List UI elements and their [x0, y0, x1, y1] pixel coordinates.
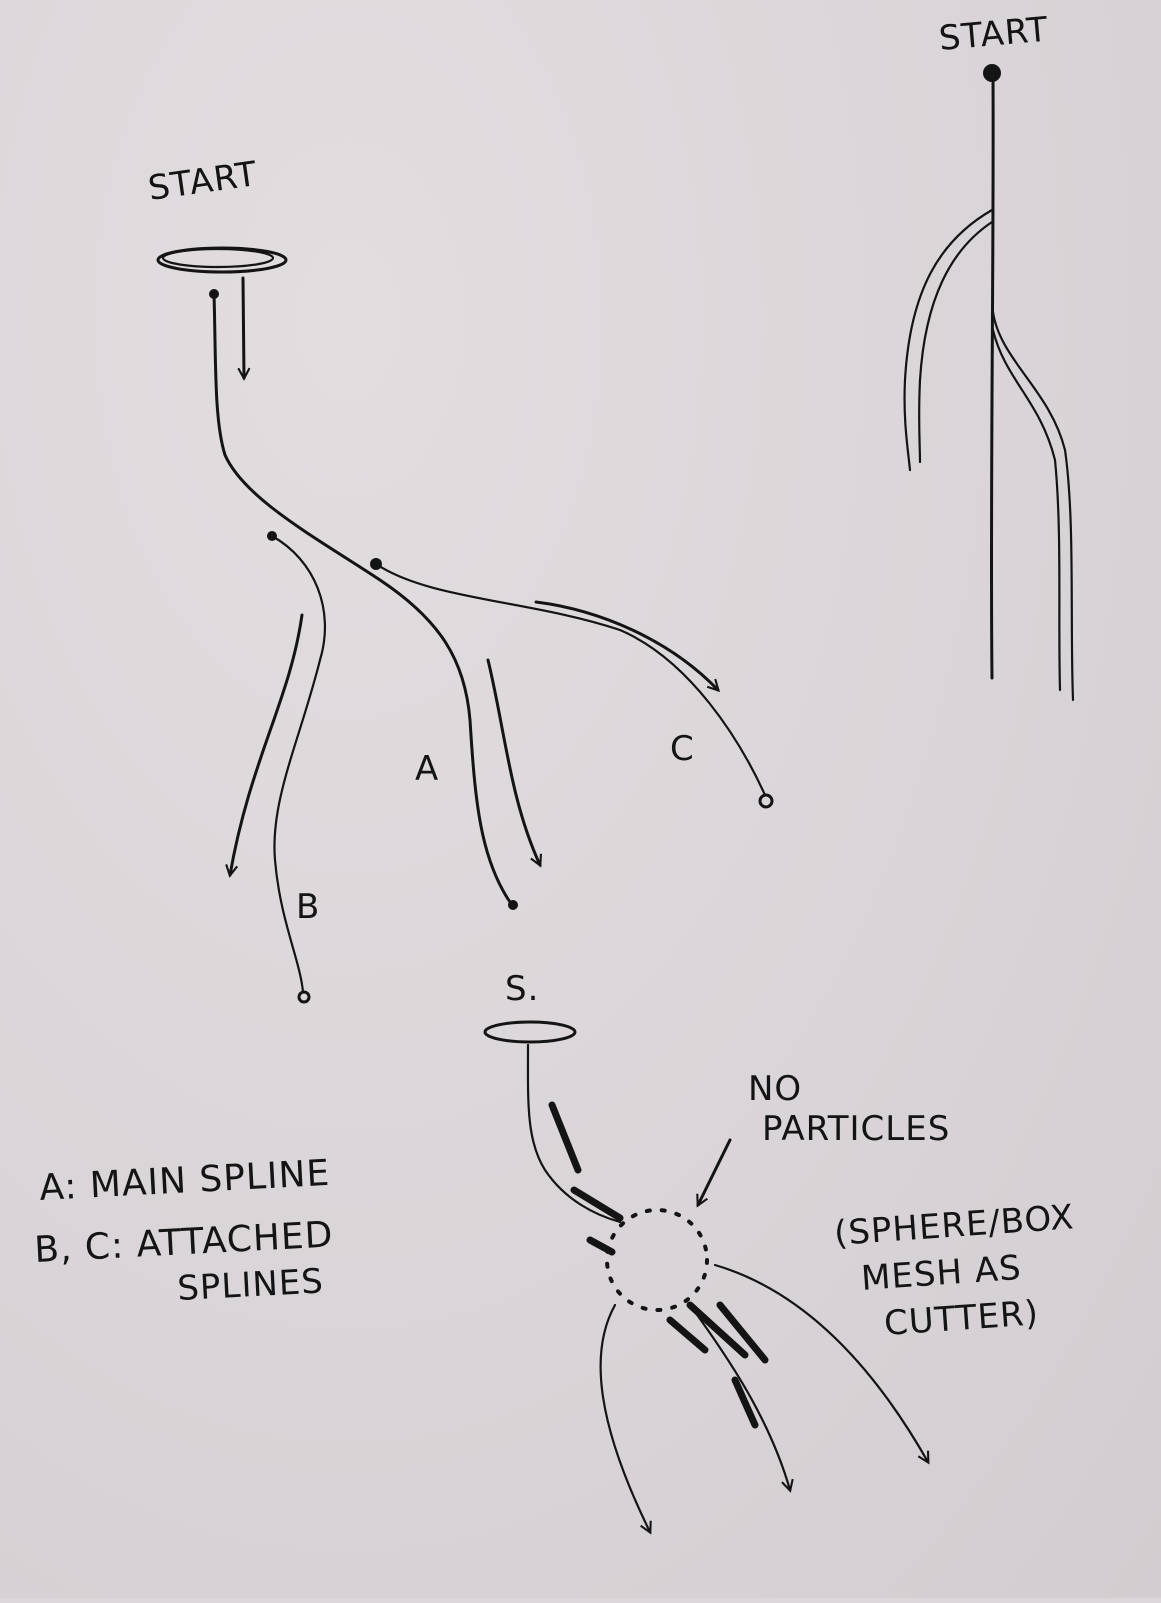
outgoing-spline-right	[713, 1263, 928, 1462]
outgoing-spline-middle	[688, 1303, 790, 1490]
start-label-bottom: S.	[505, 969, 539, 1009]
start-label-left: START	[146, 154, 260, 209]
main-spline-a	[212, 292, 514, 907]
cutter-note-line1: (SPHERE/BOX	[833, 1197, 1076, 1254]
legend-line-splines: SPLINES	[176, 1261, 324, 1309]
outgoing-spline-left	[599, 1303, 650, 1532]
particle-strokes-out	[666, 1301, 769, 1429]
spline-b-direction-arrow	[230, 613, 304, 875]
spline-c-direction-arrow	[534, 600, 718, 690]
start-point	[983, 64, 1001, 82]
right-branch-outer	[991, 310, 1075, 702]
label-a: A	[415, 749, 439, 789]
left-branch-inner	[918, 220, 994, 464]
cutter-sphere-dotted	[605, 1208, 709, 1312]
right-branch-inner	[991, 328, 1062, 692]
no-particles-arrow	[698, 1138, 732, 1205]
start-emitter-ellipse-inner	[161, 247, 275, 269]
bottom-diagram: S. NO PARTICLES (SPHERE/BOX MESH AS CUTT…	[483, 969, 1076, 1532]
direction-arrow-down	[243, 276, 244, 378]
main-vertical-spline	[989, 73, 995, 680]
no-particles-label-line2: PARTICLES	[762, 1109, 950, 1149]
spline-c-end-circle	[758, 793, 774, 809]
incoming-spline	[526, 1043, 622, 1224]
spline-a-direction-arrow	[486, 658, 540, 865]
cutter-note-line3: CUTTER)	[883, 1293, 1040, 1344]
spline-a-end-dot	[508, 900, 518, 910]
legend-line-main-spline: A: MAIN SPLINE	[38, 1153, 331, 1209]
legend: A: MAIN SPLINE B, C: ATTACHED SPLINES	[33, 1153, 334, 1309]
attached-spline-b	[270, 534, 327, 994]
label-c: C	[670, 729, 695, 769]
no-particles-label-line1: NO	[748, 1069, 802, 1109]
start-label-right: START	[937, 10, 1050, 59]
left-branch-outer	[903, 208, 994, 472]
attached-spline-c	[374, 562, 767, 797]
right-diagram: START	[903, 10, 1075, 702]
cutter-note-line2: MESH AS	[860, 1248, 1023, 1299]
spline-b-end-circle	[297, 990, 311, 1004]
bottom-emitter-ellipse	[483, 1020, 577, 1044]
particle-strokes-in	[548, 1101, 624, 1256]
label-b: B	[296, 887, 320, 927]
left-diagram: START A B C	[146, 154, 774, 1004]
